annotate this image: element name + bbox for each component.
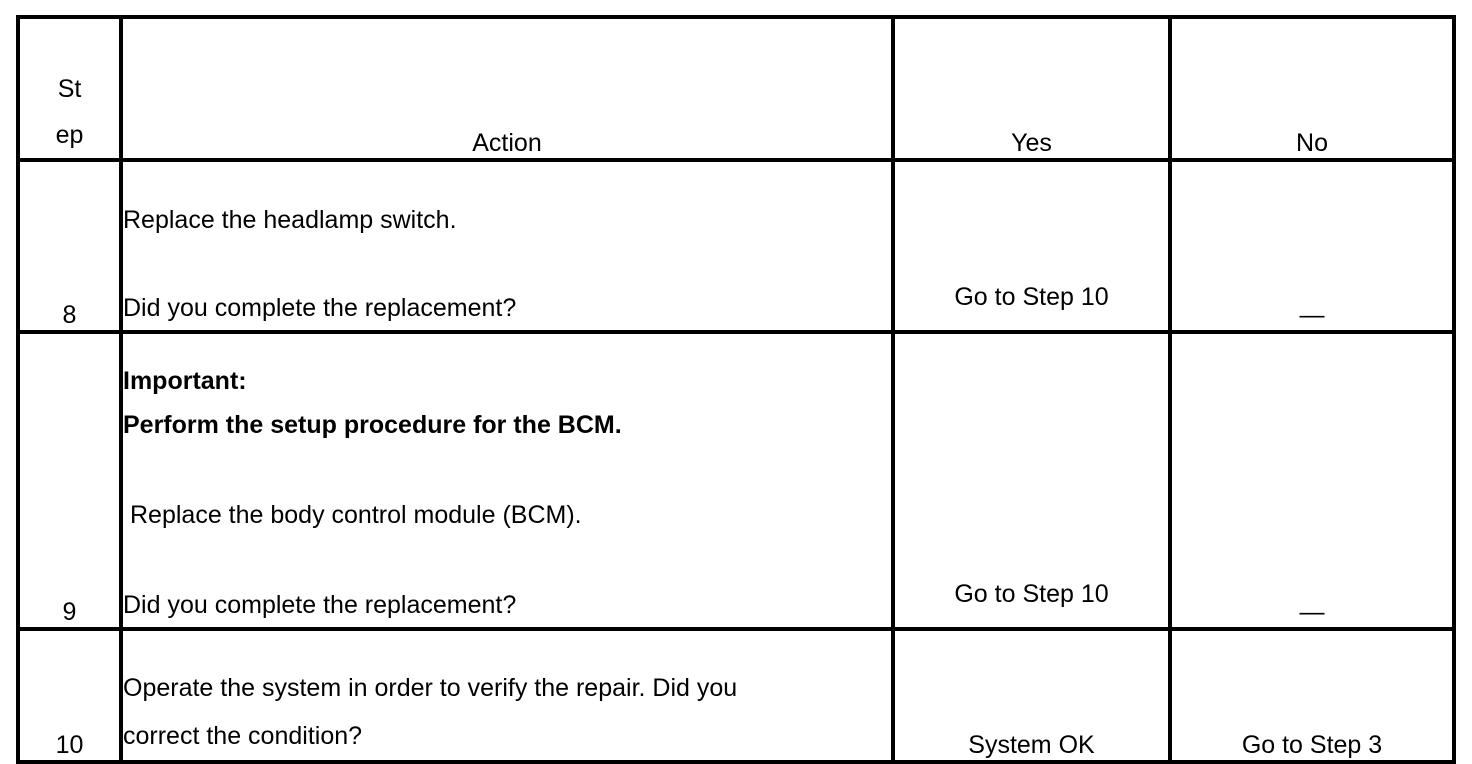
action-question: correct the condition? — [123, 722, 363, 750]
table-row: 8 Replace the headlamp switch. Did you c… — [16, 158, 1456, 334]
action-spacer — [123, 447, 891, 493]
column-header-yes: Yes — [891, 15, 1172, 162]
step-number: 8 — [16, 158, 123, 334]
step-number: 9 — [16, 330, 123, 631]
column-header-action: Action — [119, 15, 895, 162]
action-line: Replace the body control module (BCM). — [130, 501, 582, 529]
table-header-row: St ep Action Yes No — [16, 15, 1456, 162]
diagnostic-procedure-table: St ep Action Yes No 8 Replace the headla… — [16, 15, 1456, 764]
step-number: 10 — [16, 627, 123, 764]
no-result: Go to Step 3 — [1168, 627, 1456, 764]
no-result: — — [1168, 158, 1456, 334]
action-question: Did you complete the replacement? — [123, 591, 517, 619]
yes-result: Go to Step 10 — [891, 158, 1172, 334]
table-row: 9 Important: Perform the setup procedure… — [16, 330, 1456, 631]
step-action-cell: Important: Perform the setup procedure f… — [119, 330, 895, 631]
yes-result: Go to Step 10 — [891, 330, 1172, 631]
action-line: Operate the system in order to verify th… — [123, 674, 738, 702]
column-header-step-line2: ep — [55, 121, 84, 149]
column-header-step-line1: St — [57, 75, 82, 103]
no-result: — — [1168, 330, 1456, 631]
step-action-cell: Operate the system in order to verify th… — [119, 627, 895, 764]
action-question: Did you complete the replacement? — [123, 294, 517, 322]
action-spacer — [123, 537, 891, 583]
important-label: Important: — [123, 367, 247, 395]
action-spacer — [123, 242, 891, 286]
step-action-cell: Replace the headlamp switch. Did you com… — [119, 158, 895, 334]
column-header-step: St ep — [16, 15, 123, 162]
action-line: Replace the headlamp switch. — [123, 206, 457, 234]
table-row: 10 Operate the system in order to verify… — [16, 627, 1456, 764]
page-root: St ep Action Yes No 8 Replace the headla… — [16, 15, 1456, 764]
column-header-no: No — [1168, 15, 1456, 162]
important-instruction: Perform the setup procedure for the BCM. — [123, 411, 622, 439]
yes-result: System OK — [891, 627, 1172, 764]
